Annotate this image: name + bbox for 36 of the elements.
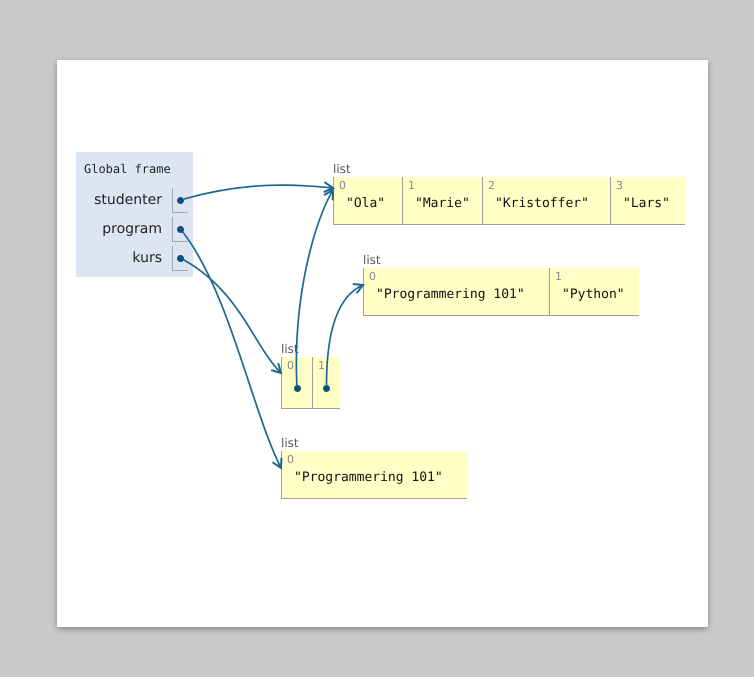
string-value: "Ola" [346, 196, 386, 212]
list-cell [312, 357, 340, 409]
string-value: "Lars" [623, 196, 670, 212]
variable-name: studenter [93, 191, 162, 210]
list-label: list [281, 435, 299, 451]
string-value: "Programmering 101" [294, 470, 443, 486]
index-label: 2 [488, 179, 495, 192]
index-label: 0 [287, 359, 294, 372]
list-cell [363, 268, 549, 316]
frame-title: Global frame [84, 161, 171, 178]
index-label: 1 [318, 359, 325, 372]
pointer-arrow [183, 259, 282, 374]
variable-name: program [101, 220, 162, 239]
list-cell [281, 357, 312, 409]
list-label: list [333, 161, 351, 177]
index-label: 1 [408, 179, 415, 192]
pointer-arrow [296, 189, 334, 386]
string-value: "Python" [562, 287, 625, 303]
list-cell [402, 177, 482, 225]
string-value: "Programmering 101" [376, 287, 525, 303]
index-label: 0 [369, 270, 376, 283]
list-cell [610, 177, 685, 225]
index-label: 1 [555, 270, 562, 283]
string-value: "Marie" [415, 196, 470, 212]
index-label: 0 [287, 453, 294, 466]
list-label: list [363, 252, 381, 268]
pointer-arrow [326, 284, 364, 386]
index-label: 0 [339, 179, 346, 192]
list-cell [281, 451, 467, 499]
list-cell [482, 177, 610, 225]
list-cell [549, 268, 639, 316]
global-frame-panel [76, 152, 193, 277]
variable-name: kurs [131, 249, 162, 268]
list-cell [333, 177, 402, 225]
string-value: "Kristoffer" [495, 196, 589, 212]
index-label: 3 [616, 179, 623, 192]
